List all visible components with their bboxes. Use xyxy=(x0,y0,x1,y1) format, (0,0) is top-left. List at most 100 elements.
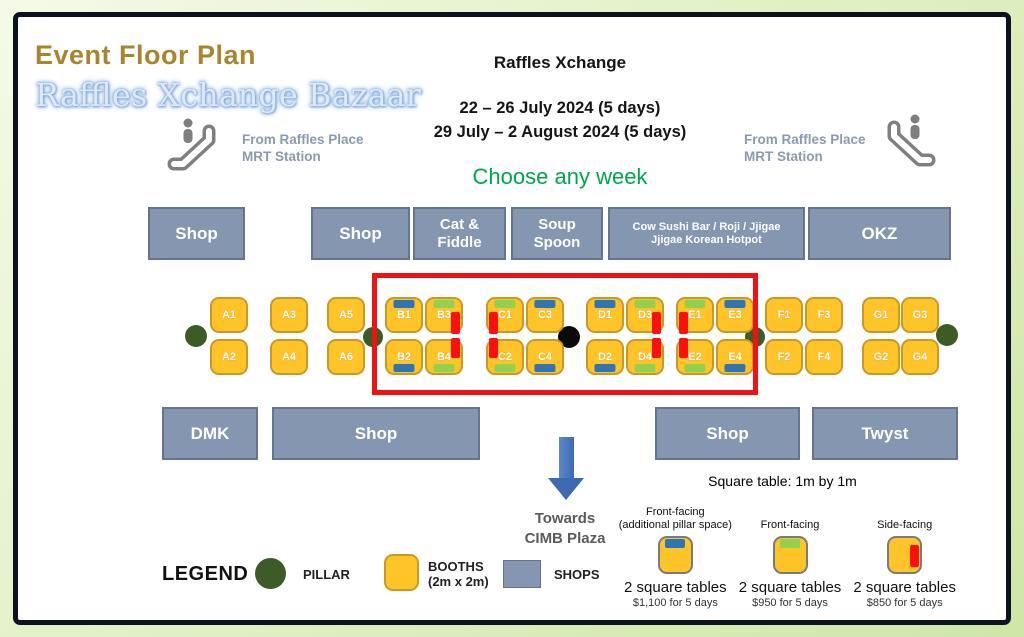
red-stripe xyxy=(652,312,661,334)
down-arrow-icon xyxy=(559,437,574,479)
booth-label: C3 xyxy=(537,309,553,321)
blue-stripe xyxy=(724,364,746,372)
booth-F1: F1 xyxy=(765,297,803,333)
pricing-options: Front-facing (additional pillar space) 2 … xyxy=(618,502,962,609)
booth-B4: B4 xyxy=(425,338,463,375)
blue-stripe xyxy=(594,364,616,372)
booth-C4: C4 xyxy=(526,339,564,375)
booth-E2: E2 xyxy=(676,338,714,375)
booth-label: A6 xyxy=(338,351,354,363)
booth-A4: A4 xyxy=(270,339,308,375)
booth-G3: G3 xyxy=(901,297,939,333)
choose-week-label: Choose any week xyxy=(472,164,648,189)
green-stripe xyxy=(494,364,516,372)
booth-D2: D2 xyxy=(586,339,624,375)
pricing-price-label: $1,100 for 5 days xyxy=(632,597,718,609)
booth-G4: G4 xyxy=(901,339,939,375)
red-stripe xyxy=(451,312,460,334)
green-stripe xyxy=(494,300,516,308)
booth-label: C2 xyxy=(497,351,513,363)
booth-label: E4 xyxy=(728,351,742,363)
booth-label: B4 xyxy=(436,351,452,363)
shop-shop: Shop xyxy=(272,407,480,460)
booth-E4: E4 xyxy=(716,339,754,375)
red-stripe xyxy=(489,338,498,359)
booth-label: F4 xyxy=(817,351,831,363)
pricing-option: Front-facing 2 square tables$950 for 5 da… xyxy=(733,502,848,609)
blue-stripe xyxy=(594,300,616,308)
booth-label: A2 xyxy=(221,351,237,363)
red-stripe xyxy=(679,312,688,334)
red-stripe xyxy=(451,338,460,359)
shop-twyst: Twyst xyxy=(812,407,958,460)
pricing-price-label: $950 for 5 days xyxy=(752,597,828,609)
pillar xyxy=(363,327,383,347)
down-arrow-icon xyxy=(548,478,584,500)
booth-E3: E3 xyxy=(716,297,754,333)
booth-C2: C2 xyxy=(486,338,524,375)
booth-label: E2 xyxy=(688,351,702,363)
shop-shop: Shop xyxy=(655,407,800,460)
sample-booth-icon xyxy=(657,536,693,574)
square-table-note: Square table: 1m by 1m xyxy=(708,473,857,489)
booth-label: A1 xyxy=(221,309,237,321)
booth-label: D1 xyxy=(597,309,613,321)
pillar xyxy=(185,325,207,347)
booth-B2: B2 xyxy=(385,339,423,375)
pricing-option-title: Side-facing xyxy=(877,519,933,531)
shop-dmk: DMK xyxy=(162,407,258,460)
booth-label: F1 xyxy=(777,309,791,321)
booth-E1: E1 xyxy=(676,297,714,334)
booth-label: A4 xyxy=(281,351,297,363)
venue-name: Raffles Xchange xyxy=(493,53,627,72)
green-stripe xyxy=(634,300,656,308)
pricing-option-title: Front-facing xyxy=(760,519,820,531)
green-stripe xyxy=(433,300,455,308)
booth-label: E3 xyxy=(728,309,742,321)
blue-stripe xyxy=(724,300,746,308)
legend-booths-label: BOOTHS (2m x 2m) xyxy=(428,559,489,589)
legend-shops-label: SHOPS xyxy=(554,567,600,582)
page-title: Event Floor Plan xyxy=(35,40,257,70)
booth-D1: D1 xyxy=(586,297,624,333)
booth-label: G1 xyxy=(873,309,889,321)
booth-label: G2 xyxy=(873,351,889,363)
green-stripe xyxy=(780,539,800,548)
shop-shop: Shop xyxy=(311,207,410,260)
red-stripe xyxy=(489,312,498,334)
blue-stripe xyxy=(665,539,686,548)
pricing-tables-label: 2 square tables xyxy=(738,579,842,596)
booth-label: D2 xyxy=(597,351,613,363)
event-dates: 22 – 26 July 2024 (5 days) 29 July – 2 A… xyxy=(433,99,687,141)
towards-cimb-label: Towards CIMB Plaza xyxy=(524,510,606,547)
booth-C1: C1 xyxy=(486,297,524,334)
blue-stripe xyxy=(534,364,556,372)
shop-shop: Shop xyxy=(148,207,245,260)
pricing-option-title: Front-facing (additional pillar space) xyxy=(618,506,732,531)
booth-label: C4 xyxy=(537,351,553,363)
booth-B3: B3 xyxy=(425,297,463,334)
booth-swatch-icon xyxy=(384,554,419,591)
green-stripe xyxy=(634,364,656,372)
booth-label: A5 xyxy=(338,309,354,321)
booth-label: F3 xyxy=(817,309,831,321)
red-stripe xyxy=(910,545,920,567)
pricing-tables-label: 2 square tables xyxy=(624,579,727,596)
green-stripe xyxy=(684,300,706,308)
mrt-label-left: From Raffles Place MRT Station xyxy=(242,132,364,164)
shop-soup-spoon: Soup Spoon xyxy=(511,207,603,260)
shop-swatch-icon xyxy=(503,560,541,588)
booth-A5: A5 xyxy=(327,297,365,333)
booth-A6: A6 xyxy=(327,339,365,375)
green-stripe xyxy=(433,364,455,372)
booth-label: B2 xyxy=(396,351,412,363)
booth-A1: A1 xyxy=(210,297,248,333)
blue-stripe xyxy=(393,364,415,372)
booth-A2: A2 xyxy=(210,339,248,375)
pillar xyxy=(558,326,580,348)
red-stripe xyxy=(652,338,661,359)
booth-label: G3 xyxy=(912,309,928,321)
shop-cat-fiddle: Cat & Fiddle xyxy=(413,207,506,260)
booth-label: D3 xyxy=(637,309,653,321)
